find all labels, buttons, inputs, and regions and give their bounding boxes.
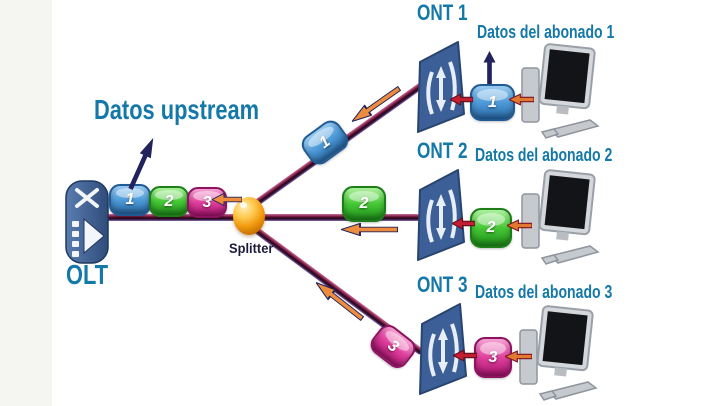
left-arrow-icon xyxy=(505,350,532,363)
olt-label: OLT xyxy=(66,259,109,290)
left-arrow-icon xyxy=(341,223,398,236)
packet: 2 xyxy=(470,208,512,248)
filmstrip-dots xyxy=(72,221,79,257)
left-arrow-icon xyxy=(452,217,475,230)
ont-terminal-icon xyxy=(417,41,465,133)
packet: 2 xyxy=(149,186,189,217)
background-strip xyxy=(0,0,52,406)
subscriber2-label: Datos del abonado 2 xyxy=(475,145,613,165)
ont-terminal-icon xyxy=(417,169,465,261)
ont-terminal-icon xyxy=(419,303,467,395)
left-arrow-icon xyxy=(509,93,534,106)
up-arrow-icon xyxy=(128,137,154,190)
ont1-label: ONT 1 xyxy=(417,0,468,25)
ont3-label: ONT 3 xyxy=(417,272,468,297)
splitter-sphere-icon xyxy=(233,197,265,235)
subscriber3-label: Datos del abonado 3 xyxy=(475,282,613,302)
desktop-computer-icon xyxy=(519,305,598,401)
upstream-label: Datos upstream xyxy=(94,94,260,125)
left-arrow-icon xyxy=(212,193,242,206)
left-arrow-icon xyxy=(453,349,477,362)
ont2-label: ONT 2 xyxy=(417,138,468,163)
subscriber1-label: Datos del abonado 1 xyxy=(477,22,615,42)
play-triangle-icon xyxy=(83,217,105,255)
packet: 1 xyxy=(470,84,515,121)
packet: 1 xyxy=(297,116,353,169)
desktop-computer-icon xyxy=(521,169,600,265)
up-arrow-icon xyxy=(483,51,496,84)
packet: 2 xyxy=(342,186,386,222)
olt-router-icon xyxy=(65,180,109,264)
crossed-arrows-icon xyxy=(75,188,99,208)
left-arrow-icon xyxy=(450,93,473,106)
left-arrow-icon xyxy=(350,85,402,123)
packet: 3 xyxy=(187,187,227,218)
left-arrow-icon xyxy=(314,281,365,322)
packet: 3 xyxy=(366,320,420,373)
left-arrow-icon xyxy=(507,219,532,232)
desktop-computer-icon xyxy=(521,43,600,139)
splitter-label: Splitter xyxy=(229,240,274,256)
